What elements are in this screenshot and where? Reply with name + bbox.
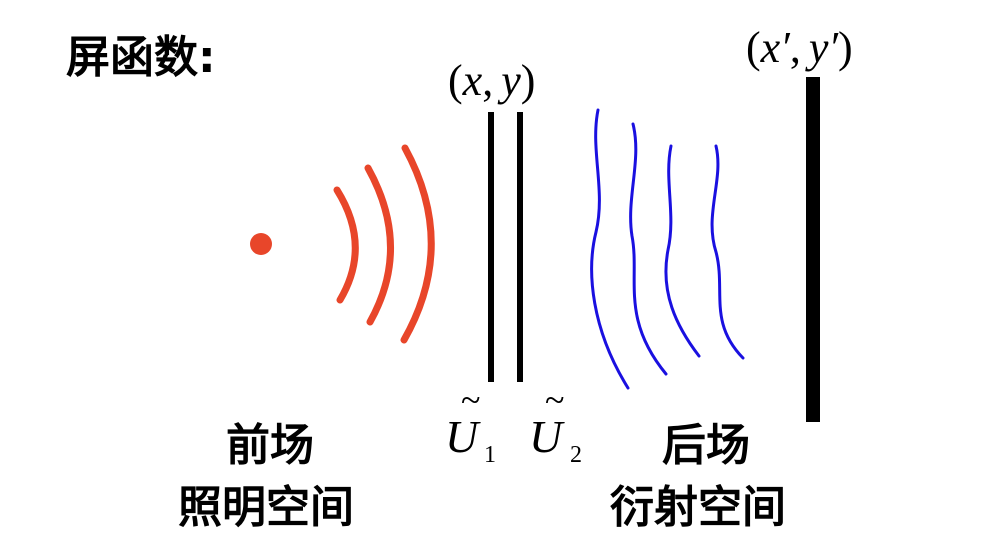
input-y: y bbox=[497, 56, 521, 105]
field-u1-symbol: U bbox=[445, 411, 481, 462]
output-y: y′ bbox=[805, 23, 840, 72]
input-comma: , bbox=[482, 56, 493, 105]
output-open-paren: ( bbox=[746, 23, 761, 72]
diffracted-wavefront-2 bbox=[629, 122, 668, 376]
diffracted-wavefront-4 bbox=[710, 144, 745, 360]
output-plane-coords: (x′,y′) bbox=[746, 23, 853, 72]
point-source-icon bbox=[250, 233, 272, 255]
input-x: x bbox=[462, 56, 483, 105]
input-open-paren: ( bbox=[448, 56, 463, 105]
output-close-paren: ) bbox=[838, 23, 853, 72]
field-u2-tilde: ~ bbox=[545, 380, 564, 420]
back-space-line2: 衍射空间 bbox=[610, 482, 786, 533]
field-u1-subscript: 1 bbox=[484, 442, 496, 468]
output-comma: , bbox=[790, 23, 801, 72]
front-space-line2: 照明空间 bbox=[178, 482, 354, 533]
diffracted-wavefront-3 bbox=[664, 144, 701, 358]
front-space-line1: 前场 bbox=[226, 420, 314, 471]
output-x: x′ bbox=[760, 23, 792, 72]
spherical-wave-icon bbox=[333, 144, 435, 344]
field-u1-tilde: ~ bbox=[461, 380, 480, 420]
input-close-paren: ) bbox=[521, 56, 536, 105]
back-space-line1: 后场 bbox=[662, 420, 750, 471]
field-u2-subscript: 2 bbox=[570, 442, 582, 468]
diffracted-wavefront-1 bbox=[590, 108, 630, 390]
distorted-wave-icon bbox=[590, 108, 745, 390]
input-plane-coords: (x,y) bbox=[448, 56, 535, 105]
incident-wavefront-3 bbox=[400, 144, 435, 344]
title-label: 屏函数: bbox=[66, 32, 216, 83]
incident-wavefront-1 bbox=[333, 186, 359, 304]
field-u2-symbol: U bbox=[529, 411, 565, 462]
incident-wavefront-2 bbox=[364, 164, 394, 326]
